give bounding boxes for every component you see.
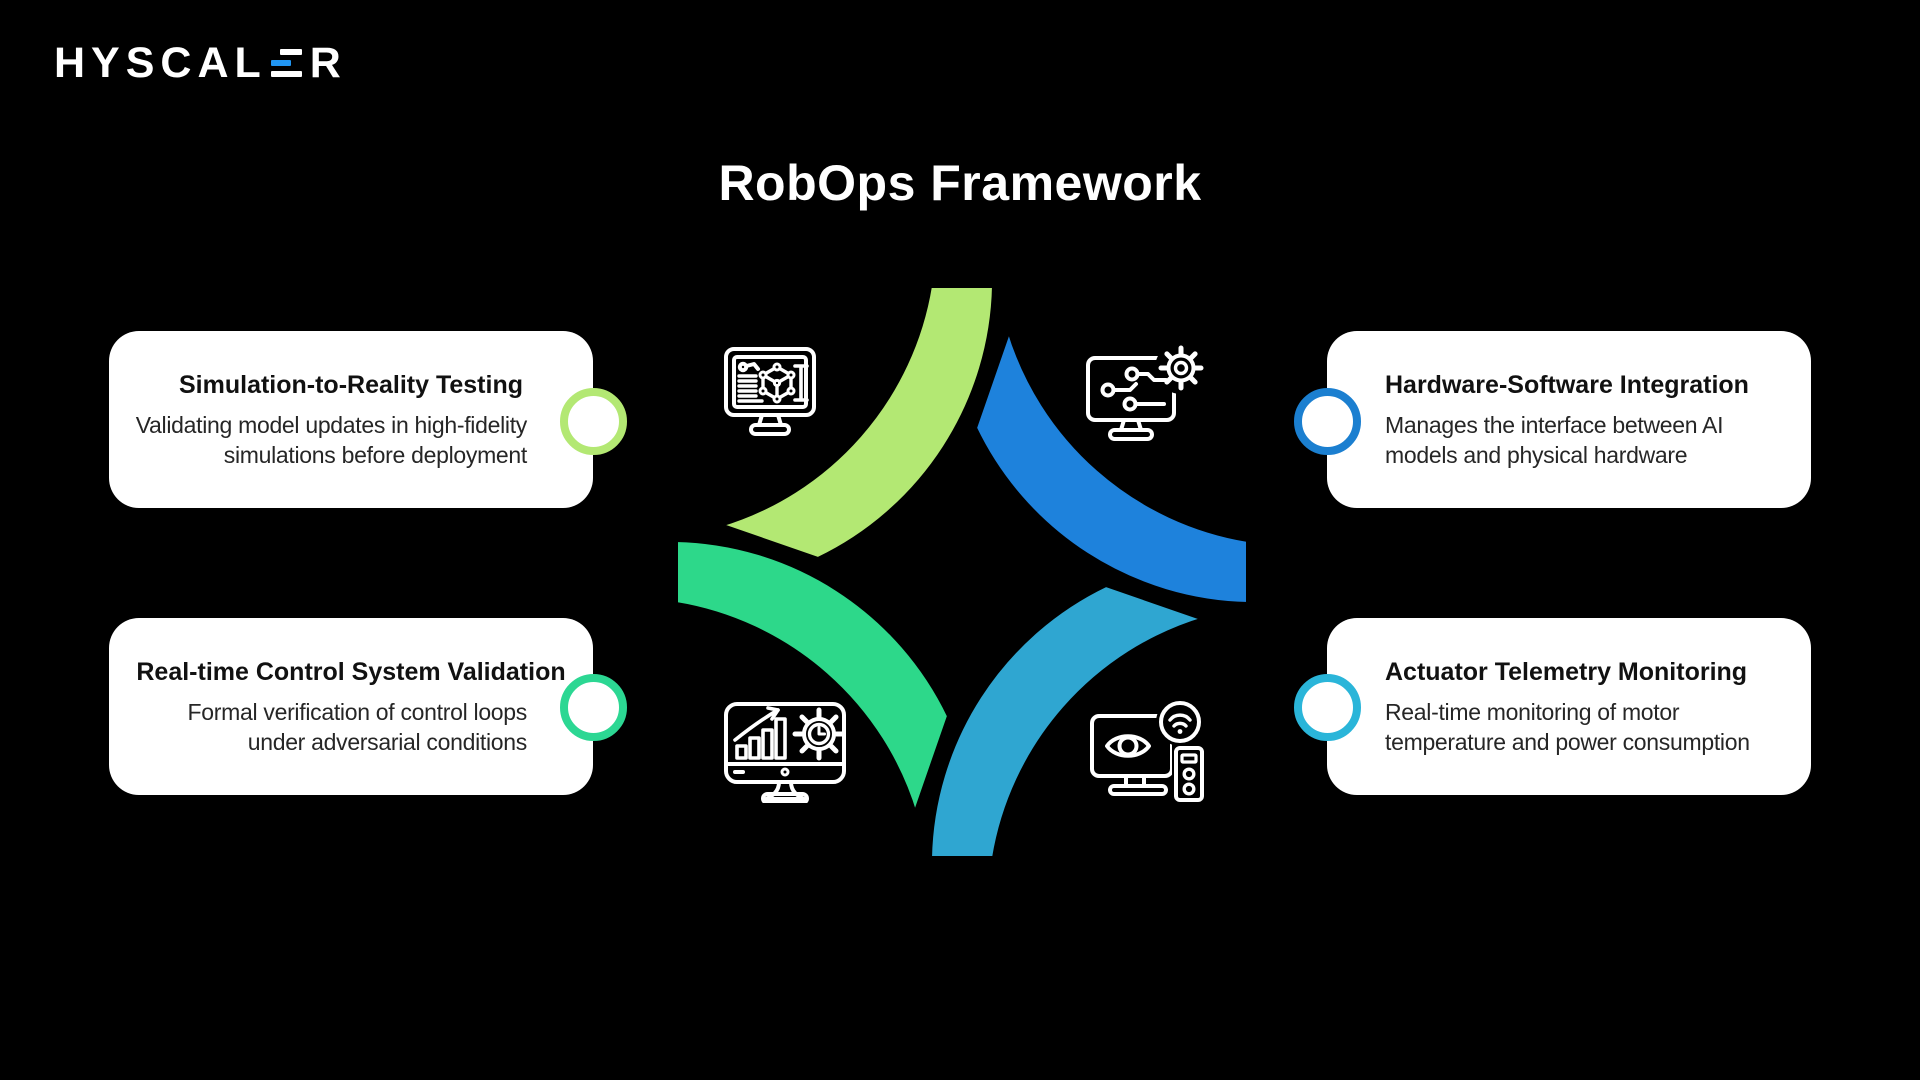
pinwheel-blade-blue [973, 328, 1250, 606]
card-simulation-to-reality-testing: Simulation-to-Reality Testing Validating… [109, 331, 593, 508]
card-description: Manages the interface between AI models … [1385, 411, 1724, 468]
card-description: Formal verification of control loops und… [187, 698, 528, 755]
robops-pinwheel-diagram [674, 284, 1250, 860]
card-actuator-telemetry-monitoring: Actuator Telemetry Monitoring Real-time … [1327, 618, 1811, 795]
logo-text-prefix: HYSCAL [54, 39, 267, 87]
pinwheel-blade-lime [718, 284, 996, 561]
logo-stylized-e-icon [270, 49, 302, 77]
logo-e-bar-middle [270, 60, 291, 66]
accent-ring-lime [560, 388, 627, 455]
accent-ring-green [560, 674, 627, 741]
card-realtime-control-system-validation: Real-time Control System Validation Form… [109, 618, 593, 795]
analytics-chart-gear-monitor-icon [724, 702, 846, 803]
pinwheel-blade-teal [928, 583, 1206, 860]
card-title: Hardware-Software Integration [1385, 370, 1749, 399]
card-title: Actuator Telemetry Monitoring [1385, 657, 1748, 686]
page-title: RobOps Framework [718, 154, 1202, 211]
accent-ring-blue [1294, 388, 1361, 455]
logo-text-suffix: R [309, 39, 347, 87]
card-title: Simulation-to-Reality Testing [179, 370, 523, 399]
card-description: Validating model updates in high-fidelit… [135, 411, 528, 468]
pinwheel-blade-green [674, 538, 951, 816]
card-title: Real-time Control System Validation [136, 657, 566, 686]
hardware-circuit-gear-monitor-icon [1086, 342, 1204, 441]
simulation-model-monitor-icon [724, 347, 816, 436]
logo-e-bar-top [279, 49, 302, 55]
hyscaler-logo: HYSCAL R [54, 40, 347, 86]
card-description: Real-time monitoring of motor temperatur… [1385, 698, 1750, 755]
telemetry-eye-wifi-monitor-icon [1090, 698, 1206, 802]
accent-ring-cyan [1294, 674, 1361, 741]
logo-e-bar-bottom [270, 71, 302, 77]
card-hardware-software-integration: Hardware-Software Integration Manages th… [1327, 331, 1811, 508]
